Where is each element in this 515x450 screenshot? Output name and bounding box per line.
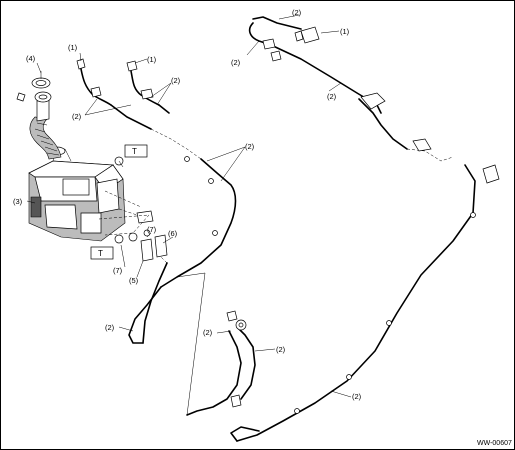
- callout-2-center-right: (2): [276, 345, 286, 354]
- callout-7-lower: (7): [113, 266, 123, 275]
- washer-tank: [28, 146, 126, 242]
- rear-hose-routing: [230, 16, 500, 442]
- callout-4: (4): [26, 54, 36, 63]
- callout-2-front-right-nozzle: (2): [171, 76, 181, 85]
- callout-1-front-right: (1): [147, 55, 157, 64]
- callout-6: (6): [168, 229, 178, 238]
- callout-2-rear-left: (2): [231, 58, 241, 67]
- callout-2-center-left: (2): [203, 328, 213, 337]
- torque-label-upper: T: [132, 147, 137, 156]
- torque-box-lower: T: [90, 246, 114, 260]
- callout-1-rear: (1): [340, 27, 350, 36]
- torque-box-upper: T: [124, 144, 148, 158]
- callout-7-upper: (7): [147, 225, 157, 234]
- callout-2-front-hose: (2): [245, 142, 255, 151]
- callout-2-front-lower: (2): [105, 323, 115, 332]
- callout-1-front-left: (1): [68, 43, 78, 52]
- torque-label-lower: T: [98, 249, 103, 258]
- callout-5: (5): [129, 276, 139, 285]
- callout-3: (3): [13, 197, 23, 206]
- center-junction-hoses: [186, 310, 256, 416]
- leader-lines: [26, 14, 352, 398]
- callout-2-rear-lower: (2): [352, 392, 362, 401]
- washer-nozzles: [76, 26, 320, 72]
- filler-neck: [16, 71, 62, 160]
- callout-2-rear-mid: (2): [327, 92, 337, 101]
- callout-2-front-left-nozzle: (2): [72, 112, 82, 121]
- washer-pumps: [114, 156, 168, 262]
- callout-2-rear-top: (2): [292, 8, 302, 17]
- front-hose-routing: [80, 68, 237, 344]
- callout-labels: (1) (1) (2) (2) (4) (3) (2) (7) (6) (7) …: [13, 8, 362, 401]
- diagram-code: WW-00607: [477, 440, 512, 447]
